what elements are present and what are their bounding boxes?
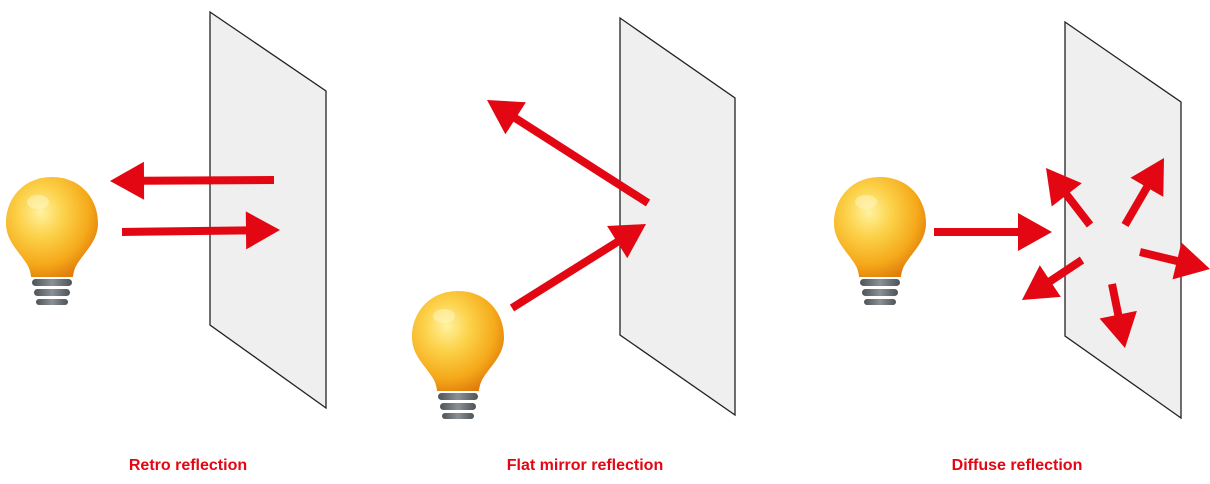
- mirror-panel-retro: [210, 12, 326, 408]
- caption-flat-mirror-reflection: Flat mirror reflection: [435, 456, 735, 476]
- arrow-incident-diffuse-head: [1018, 213, 1052, 251]
- light-bulb-icon: [6, 177, 98, 305]
- arrow-outgoing-retro-shaft: [122, 230, 248, 232]
- arrow-incident-retro-shaft: [142, 180, 274, 181]
- arrow-incident-flat-shaft: [512, 241, 619, 308]
- mirror-panel-flat: [620, 18, 735, 415]
- caption-diffuse-reflection: Diffuse reflection: [867, 456, 1167, 476]
- arrow-incident-retro-head: [110, 162, 144, 200]
- light-bulb-icon: [412, 291, 504, 419]
- arrow-incident-diffuse: [934, 213, 1052, 251]
- caption-retro-reflection: Retro reflection: [38, 456, 338, 476]
- light-bulb-icon: [834, 177, 926, 305]
